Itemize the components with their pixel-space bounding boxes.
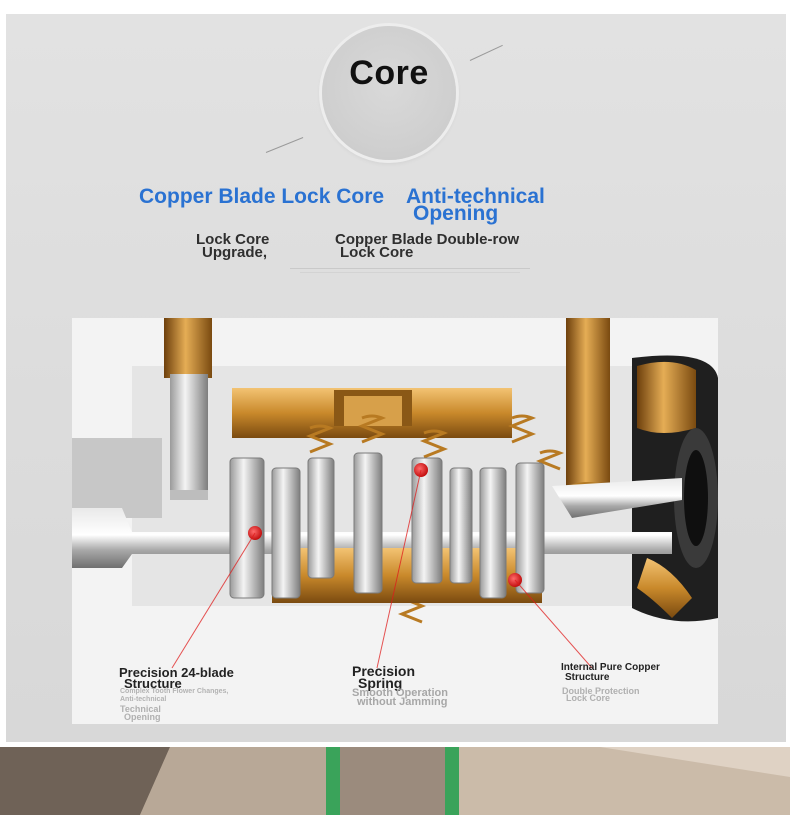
lock-core-cutaway-image xyxy=(72,318,718,724)
bottom-strip-art xyxy=(0,747,790,815)
bottom-photo-strip xyxy=(0,747,790,815)
caption-center-title-2: Spring xyxy=(358,675,403,691)
subline-left-line1: Lock Core xyxy=(196,231,270,248)
headline-anti-technical-line2: Opening xyxy=(413,202,499,225)
subline-right-line1: Copper Blade Double-row xyxy=(335,231,520,248)
caption-left-title-1: Precision 24-blade xyxy=(119,665,234,680)
headline-anti-technical: Anti-technical Opening xyxy=(406,185,545,225)
caption-center-title-1: Precision xyxy=(352,663,416,679)
caption-right-title-2: Structure xyxy=(565,672,610,683)
headline-anti-technical-line1: Anti-technical xyxy=(406,185,545,208)
subline-left-line2: Upgrade, xyxy=(202,244,268,261)
caption-center-sub-1: Smooth Operation xyxy=(352,687,448,699)
subline-underline xyxy=(290,268,530,269)
core-title: Core xyxy=(349,54,429,92)
caption-right-sub-2: Lock Core xyxy=(566,693,611,703)
caption-right-title-1: Internal Pure Copper xyxy=(561,662,660,673)
core-badge xyxy=(322,26,456,160)
subline-right-line2: Lock Core xyxy=(340,244,414,261)
subline-underline-2 xyxy=(300,272,520,273)
caption-right-sub-1: Double Protection xyxy=(562,686,640,696)
caption-left-mid-2: Opening xyxy=(124,712,161,722)
subline-lock-core-upgrade: Lock Core Upgrade, xyxy=(196,231,270,261)
subline-double-row: Copper Blade Double-row Lock Core xyxy=(335,231,520,261)
caption-left-title-2: Structure xyxy=(124,676,182,691)
caption-center-sub-2: without Jamming xyxy=(357,696,448,708)
lock-core-illustration xyxy=(72,318,718,724)
caption-left-tiny-2: Anti-technical xyxy=(120,696,167,703)
headline-copper-blade: Copper Blade Lock Core xyxy=(139,185,385,208)
caption-left-tiny-1: Complex Tooth Flower Changes, xyxy=(120,688,229,695)
caption-left-mid-1: Technical xyxy=(120,704,161,714)
